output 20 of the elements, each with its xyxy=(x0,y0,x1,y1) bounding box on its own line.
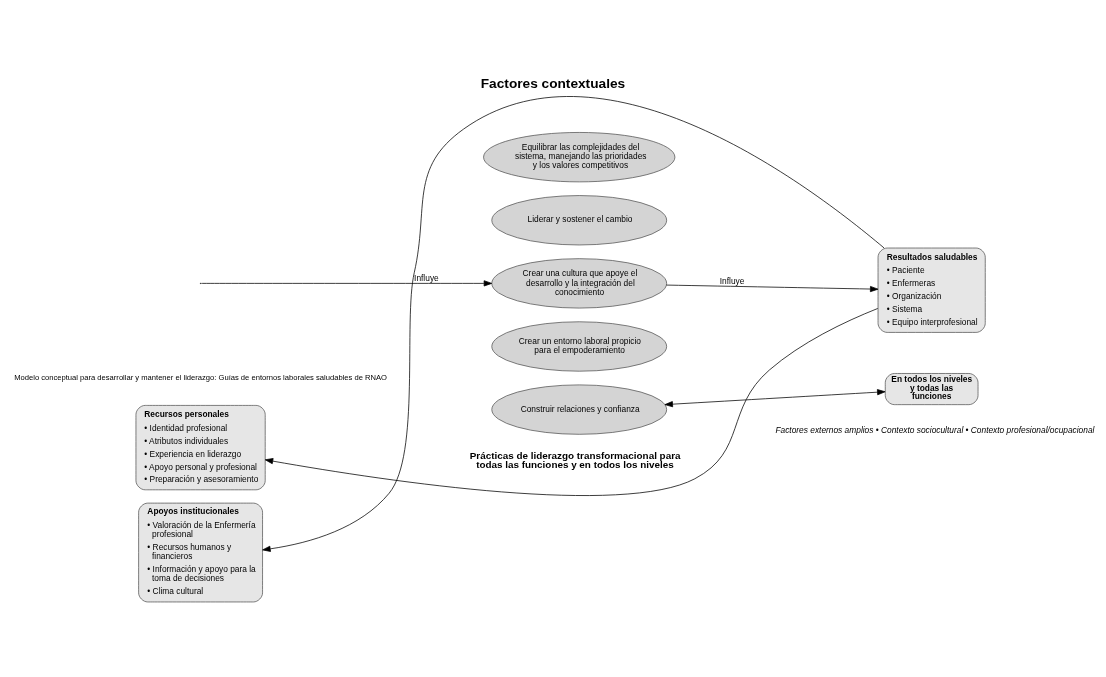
label: Prácticas de liderazgo transformacional para todas las funciones y en todos los niveles xyxy=(469,449,681,471)
node-box: Apoyos institucionales • Valoración de la Enfermería profesional • Recursos humanos y financieros • Información y apoyo para la toma de decisiones • Clima cultural xyxy=(138,502,263,603)
node-ellipse: Crear un entorno laboral propicio para el empoderamiento xyxy=(491,321,668,372)
edge-label: Influye xyxy=(719,275,745,286)
edge-label: Influye xyxy=(414,272,439,283)
arrow xyxy=(666,284,879,293)
node-ellipse: Construir relaciones y confianza xyxy=(491,384,668,435)
node-box: Resultados saludables • Paciente • Enfermeras • Organización • Sistema • Equipo interprofesional xyxy=(877,247,986,333)
arrow xyxy=(201,280,493,287)
arrow xyxy=(264,308,879,496)
node-ellipse: Crear una cultura que apoye el desarrollo y la integración del conocimiento xyxy=(491,258,668,309)
node-box: Recursos personales • Identidad profesional • Atributos individuales • Experiencia en liderazgo • Apoyo personal y profesional • Preparación y asesoramiento xyxy=(135,405,266,491)
caption: Modelo conceptual para desarrollar y mantener el liderazgo: Guías de entornos laborales saludables de RNAO xyxy=(14,373,387,383)
arrow xyxy=(664,389,886,408)
label: Factores externos amplios • Contexto sociocultural • Contexto profesional/ocupacional xyxy=(775,425,1095,436)
node-box: En todos los niveles y todas las funciones xyxy=(884,373,979,406)
node-ellipse: Liderar y sostener el cambio xyxy=(491,195,668,246)
node-ellipse: Equilibrar las complejidades del sistema, manejando las prioridades y los valores competitivos xyxy=(483,132,676,183)
arrow xyxy=(262,96,885,552)
diagram-title: Factores contextuales xyxy=(480,76,626,92)
